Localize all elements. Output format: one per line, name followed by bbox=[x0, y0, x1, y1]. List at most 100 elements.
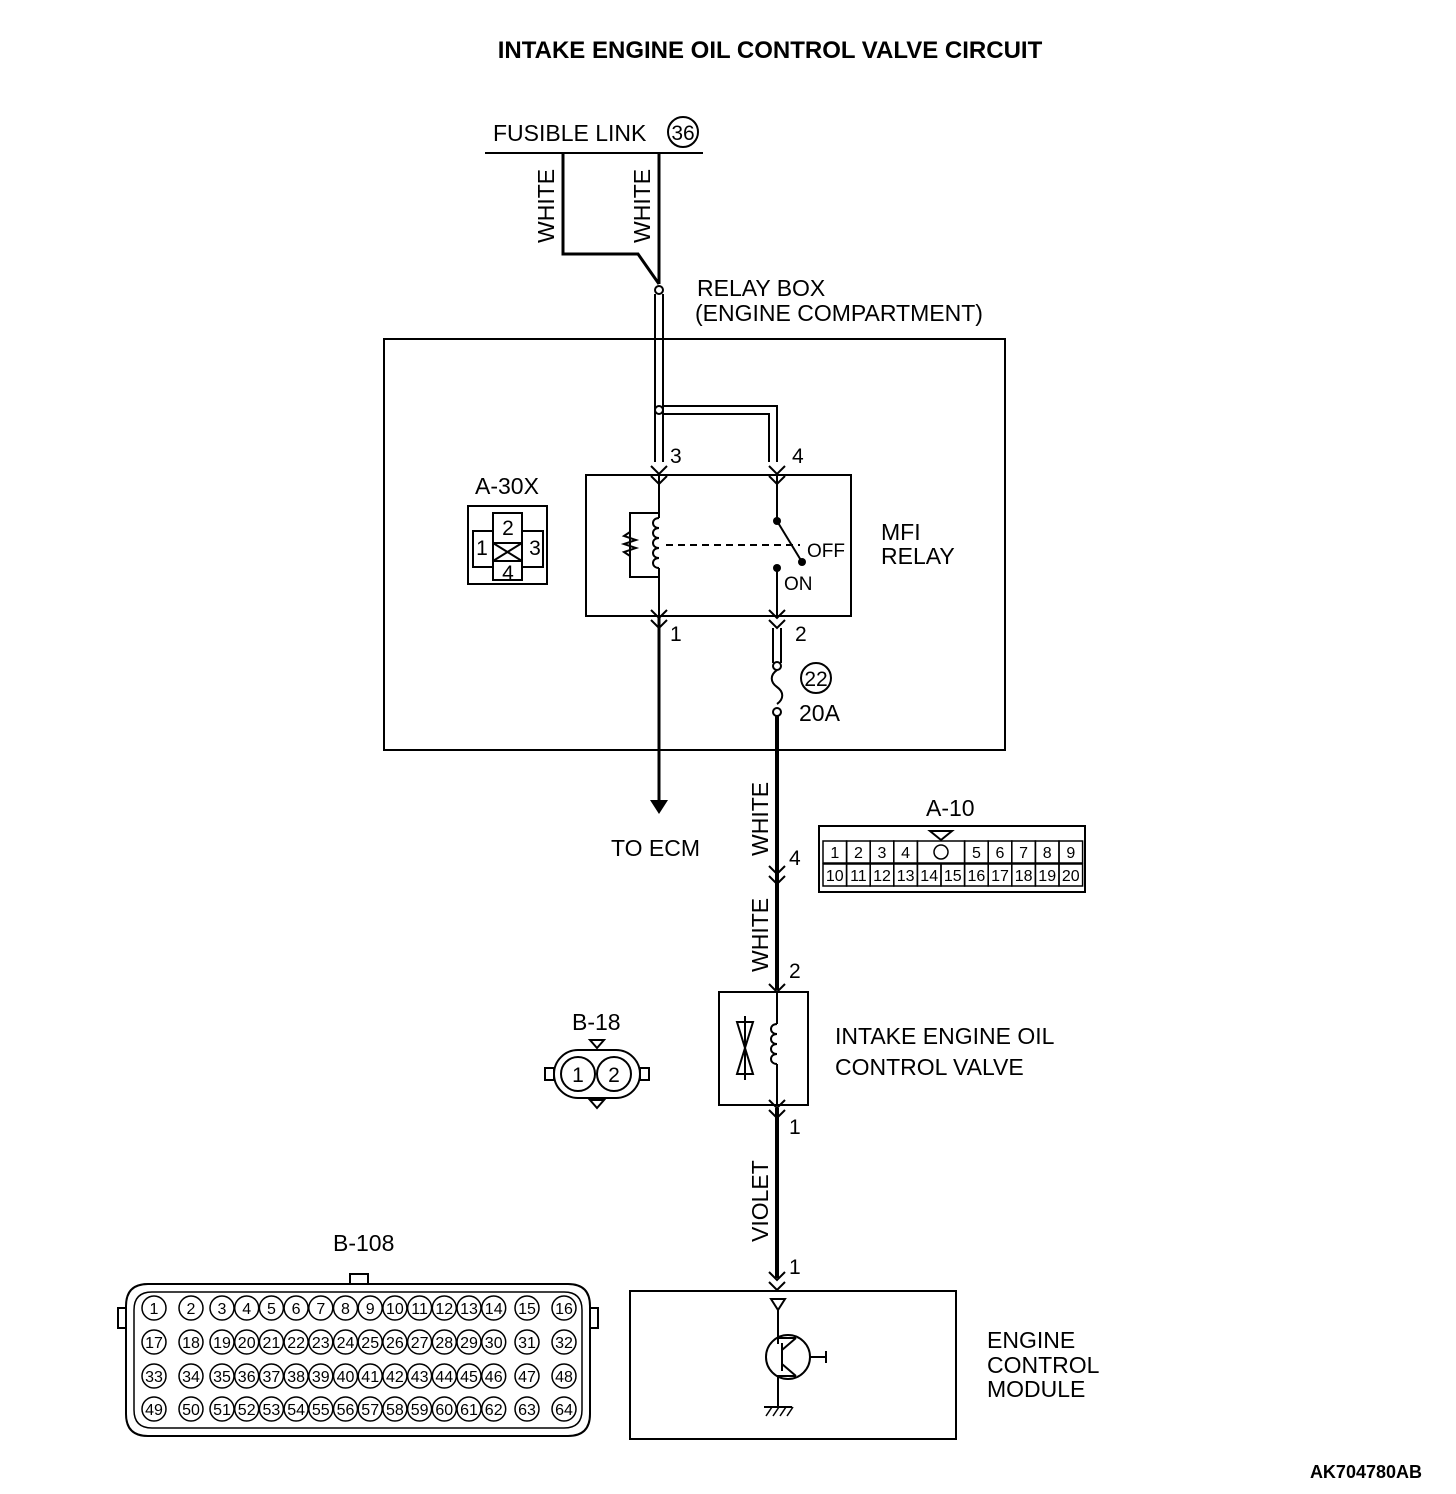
b108-pin-label: 25 bbox=[361, 1335, 379, 1352]
b108-pin-circle bbox=[551, 1329, 577, 1355]
b108-pin-circle bbox=[141, 1396, 167, 1422]
a10-cell-label: 11 bbox=[850, 868, 867, 885]
mfi-relay: OFF ON MFI RELAY bbox=[585, 474, 955, 617]
b108-pin-circle bbox=[514, 1295, 540, 1321]
b108-pin-label: 36 bbox=[238, 1369, 256, 1386]
ecm-collector-path bbox=[777, 1310, 796, 1339]
valve-pin-top: 2 bbox=[789, 960, 801, 983]
diagram-title: INTAKE ENGINE OIL CONTROL VALVE CIRCUIT bbox=[498, 37, 1043, 64]
ecm-terminal-mark bbox=[768, 1271, 786, 1282]
figure-code: AK704780AB bbox=[1310, 1462, 1422, 1482]
fuse-terminal-top bbox=[772, 661, 782, 671]
b108-lock-icon bbox=[349, 1273, 369, 1285]
b108-pin-label: 50 bbox=[182, 1402, 200, 1419]
relay-pin-2: 2 bbox=[795, 623, 807, 646]
a10-cell-label: 7 bbox=[1019, 845, 1028, 862]
b108-pin-label: 28 bbox=[435, 1335, 453, 1352]
b108-pin-circle bbox=[480, 1295, 507, 1321]
b108-pin-circle bbox=[178, 1363, 204, 1389]
relay-box-label-1: RELAY BOX bbox=[697, 275, 825, 301]
b108-pin-circle bbox=[480, 1363, 507, 1389]
relay-switch-arm bbox=[776, 520, 803, 563]
b108-pin-circle bbox=[480, 1396, 507, 1422]
b18-tab-left bbox=[544, 1067, 555, 1081]
b108-pin-label: 10 bbox=[386, 1301, 404, 1318]
b108-pin-label: 14 bbox=[485, 1301, 503, 1318]
relay-pin-1: 1 bbox=[670, 623, 682, 646]
wire-to-pin4-inner bbox=[663, 413, 770, 462]
b108-pin-label: 44 bbox=[435, 1369, 453, 1386]
relay-coil-icon bbox=[652, 517, 660, 569]
b108-pin-label: 6 bbox=[292, 1301, 301, 1318]
a10-cell-label: 2 bbox=[854, 845, 863, 862]
a10-cell-label: 12 bbox=[873, 868, 891, 885]
a10-label: A-10 bbox=[926, 795, 975, 821]
resistor-icon bbox=[620, 531, 640, 557]
ground-hatch-1 bbox=[765, 1406, 773, 1417]
ecm-label-3: MODULE bbox=[987, 1376, 1085, 1402]
a10-cell-label: 3 bbox=[878, 845, 887, 862]
a10-cell-label: 6 bbox=[996, 845, 1005, 862]
mfi-relay-outline bbox=[585, 474, 852, 617]
a10-cell-label: 19 bbox=[1038, 868, 1056, 885]
b108-pin-label: 43 bbox=[411, 1369, 429, 1386]
b108-pin-label: 57 bbox=[361, 1402, 379, 1419]
mfi-relay-label-2: RELAY bbox=[881, 543, 955, 569]
b108-pin-label: 45 bbox=[460, 1369, 478, 1386]
b108-pin-label: 9 bbox=[366, 1301, 375, 1318]
wire-color-label-white-3: WHITE bbox=[747, 782, 773, 856]
a10-cell bbox=[1058, 840, 1084, 864]
terminal-mark-4 bbox=[768, 465, 786, 476]
b108-pin-circle bbox=[178, 1329, 204, 1355]
b108-pin-circle bbox=[141, 1295, 167, 1321]
arrow-down-icon bbox=[650, 800, 668, 814]
a30x-pin-2: 2 bbox=[502, 517, 514, 540]
b108-pin-label: 3 bbox=[218, 1301, 227, 1318]
fusible-link-number-circle bbox=[667, 116, 699, 148]
b108-pin-label: 15 bbox=[518, 1301, 536, 1318]
a30x-pin-3: 3 bbox=[529, 537, 541, 560]
b18-lock-icon bbox=[587, 1039, 607, 1050]
a10-cell-label: 1 bbox=[830, 845, 839, 862]
oil-control-valve: 2 1 INTAKE ENGINE OIL CONTROL VALVE bbox=[718, 960, 1055, 1139]
to-ecm-label: TO ECM bbox=[611, 835, 700, 861]
transistor-collector bbox=[781, 1337, 797, 1351]
b108-pin-label: 18 bbox=[182, 1335, 200, 1352]
b108-pin-label: 55 bbox=[312, 1402, 330, 1419]
b108-pin-label: 52 bbox=[238, 1402, 256, 1419]
a30x-outline bbox=[467, 505, 548, 585]
b108-tab-left bbox=[117, 1307, 127, 1329]
b108-pin-label: 64 bbox=[555, 1402, 573, 1419]
b108-pin-circle bbox=[551, 1295, 577, 1321]
terminal-mark-2b bbox=[768, 619, 786, 630]
b108-pin-label: 53 bbox=[263, 1402, 281, 1419]
fusible-link-label: FUSIBLE LINK bbox=[493, 120, 647, 146]
b108-pin-label: 48 bbox=[555, 1369, 573, 1386]
b108-inner-outline bbox=[133, 1291, 583, 1429]
b18-pin-1: 1 bbox=[572, 1064, 584, 1087]
b18-bottom-key bbox=[587, 1099, 607, 1110]
b108-pin-label: 49 bbox=[145, 1402, 163, 1419]
ecm-input-marker bbox=[769, 1298, 787, 1312]
connector-mark-a10 bbox=[768, 865, 786, 876]
b108-pin-label: 42 bbox=[386, 1369, 404, 1386]
b108-pin-label: 7 bbox=[316, 1301, 325, 1318]
valve-label-2: CONTROL VALVE bbox=[835, 1054, 1024, 1080]
a10-cell-label: 8 bbox=[1043, 845, 1052, 862]
b108-pin-label: 8 bbox=[341, 1301, 350, 1318]
fuse-terminal-bottom bbox=[772, 707, 782, 717]
b108-pin-circle bbox=[141, 1329, 167, 1355]
b108-pin-label: 29 bbox=[460, 1335, 478, 1352]
b108-pin-label: 54 bbox=[287, 1402, 305, 1419]
a10-cell bbox=[1058, 863, 1084, 887]
ecm-terminal-mark-b bbox=[768, 1281, 786, 1292]
b18-connector: B-18 1 2 bbox=[544, 1009, 650, 1110]
relay-box-label-2: (ENGINE COMPARTMENT) bbox=[695, 300, 983, 326]
b108-pin-label: 16 bbox=[555, 1301, 573, 1318]
b108-pin-label: 4 bbox=[242, 1301, 251, 1318]
b108-pin-label: 56 bbox=[337, 1402, 355, 1419]
a10-lock-icon bbox=[927, 830, 955, 842]
relay-state-on: ON bbox=[784, 574, 813, 595]
b108-pin-label: 13 bbox=[460, 1301, 478, 1318]
